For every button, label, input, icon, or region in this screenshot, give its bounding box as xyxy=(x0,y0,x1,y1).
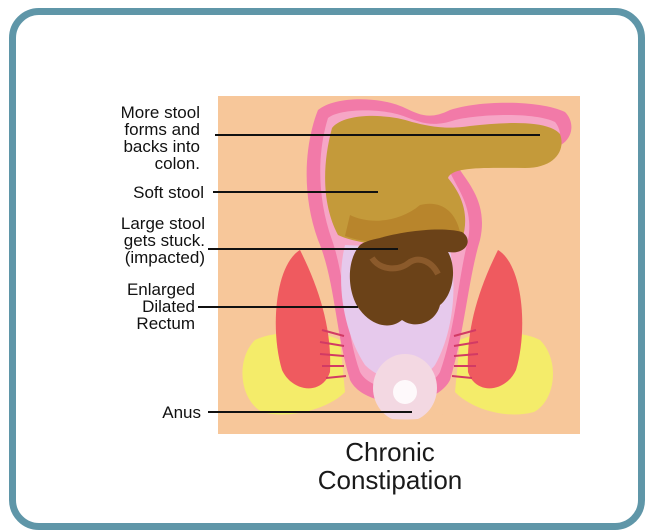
anal-opening xyxy=(393,380,417,404)
title-line-2: Constipation xyxy=(250,466,530,495)
label-more-stool: More stool forms and backs into colon. xyxy=(60,104,200,172)
title-line-1: Chronic xyxy=(250,438,530,467)
label-large-stool: Large stool gets stuck. (impacted) xyxy=(50,215,205,266)
label-enlarged-rectum: Enlarged Dilated Rectum xyxy=(60,281,195,332)
label-soft-stool: Soft stool xyxy=(60,184,204,201)
label-anus: Anus xyxy=(100,404,201,421)
